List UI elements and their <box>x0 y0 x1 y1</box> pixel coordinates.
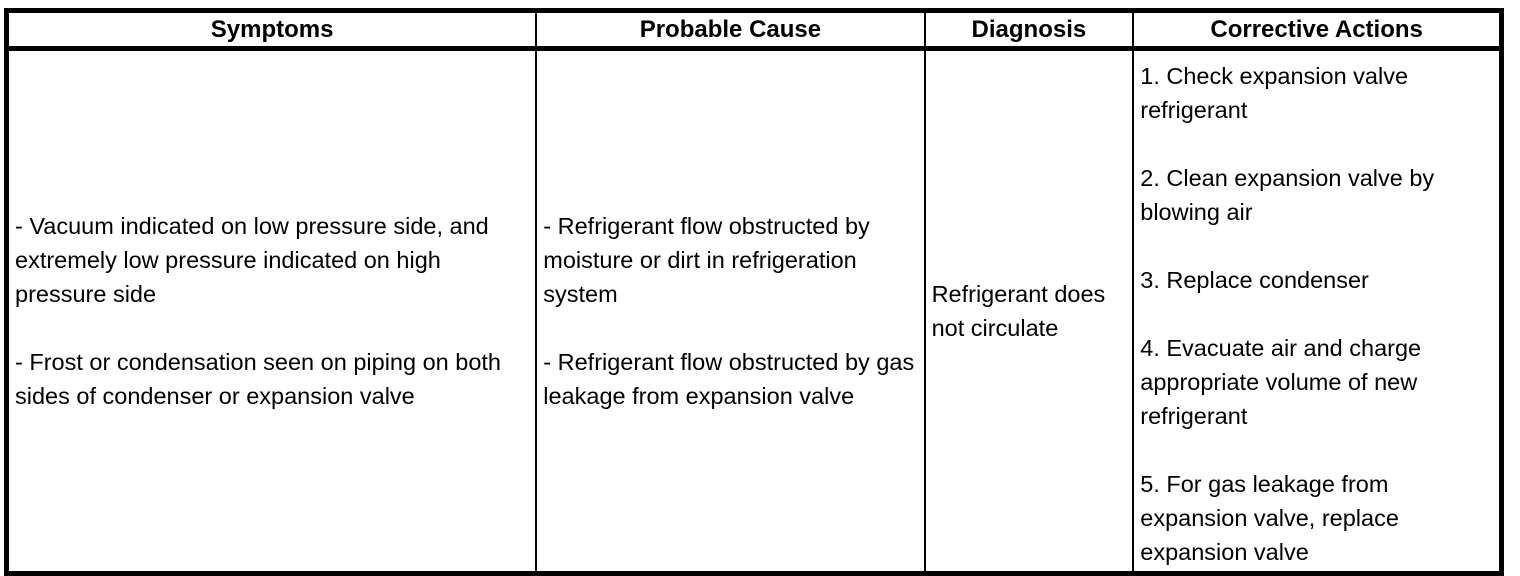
corrective-action-item: 2. Clean expansion valve by blowing air <box>1140 165 1435 225</box>
cell-symptoms: - Vacuum indicated on low pressure side,… <box>6 48 538 574</box>
troubleshooting-table: Symptoms Probable Cause Diagnosis Correc… <box>4 8 1504 576</box>
corrective-action-item: 4. Evacuate air and charge appropriate v… <box>1140 335 1422 429</box>
column-header-diagnosis: Diagnosis <box>924 10 1135 51</box>
cell-diagnosis: Refrigerant does not circulate <box>924 48 1135 574</box>
symptom-item: - Vacuum indicated on low pressure side,… <box>15 213 489 307</box>
column-header-symptoms: Symptoms <box>6 10 538 51</box>
corrective-action-item: 1. Check expansion valve refrigerant <box>1140 63 1409 123</box>
diagnosis-item: Refrigerant does not circulate <box>931 281 1106 341</box>
table-header: Symptoms Probable Cause Diagnosis Correc… <box>6 10 1502 51</box>
corrective-action-item: 5. For gas leakage from expansion valve,… <box>1140 471 1399 565</box>
symptom-item: - Frost or condensation seen on piping o… <box>15 349 501 409</box>
cell-corrective-actions: 1. Check expansion valve refrigerant 2. … <box>1133 49 1501 574</box>
cell-probable-cause: - Refrigerant flow obstructed by moistur… <box>536 48 926 574</box>
table-body: - Vacuum indicated on low pressure side,… <box>6 48 1502 574</box>
column-header-probable-cause: Probable Cause <box>536 10 926 51</box>
column-header-corrective-actions: Corrective Actions <box>1133 10 1502 51</box>
probable-cause-item: - Refrigerant flow obstructed by moistur… <box>543 213 870 307</box>
header-row: Symptoms Probable Cause Diagnosis Correc… <box>6 10 1502 51</box>
probable-cause-item: - Refrigerant flow obstructed by gas lea… <box>543 349 915 409</box>
corrective-action-item: 3. Replace condenser <box>1140 267 1369 293</box>
table-row: - Vacuum indicated on low pressure side,… <box>6 48 1502 574</box>
